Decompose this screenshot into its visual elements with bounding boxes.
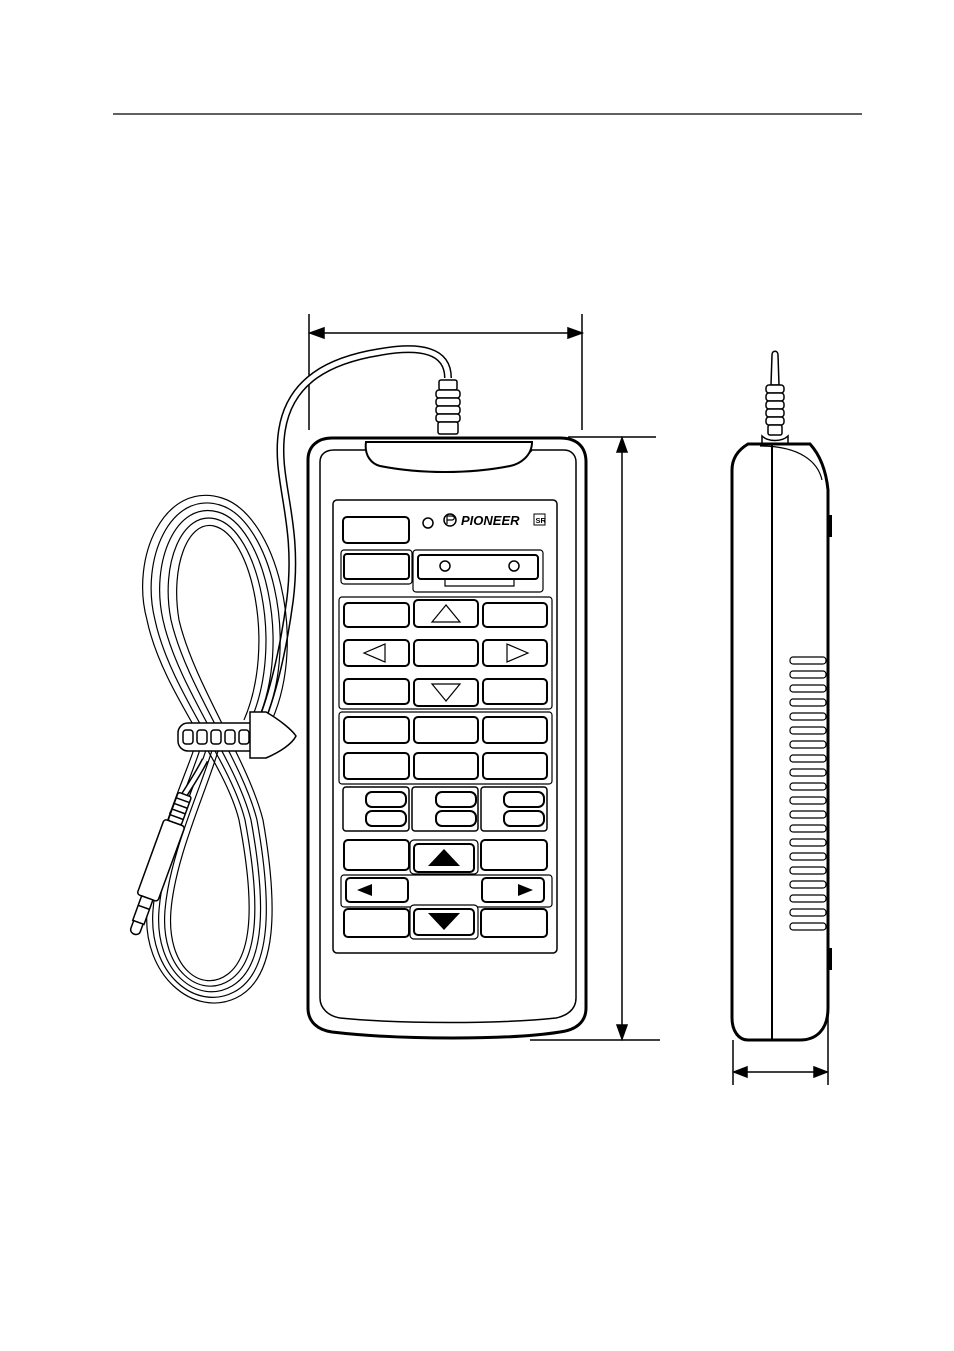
nav-button-bottom-left[interactable] [344,679,409,704]
brand-name: PIONEER [461,513,520,528]
rocker-3-bottom-button[interactable] [504,811,544,826]
mini-jack-plug-icon [124,791,195,938]
function-button-6[interactable] [483,753,547,779]
nav-button-top-right[interactable] [483,603,547,627]
strain-relief-icon [436,380,460,434]
remote-side-view [732,351,832,1040]
source-button-key[interactable] [344,554,409,579]
bottom-button-right-1[interactable] [481,840,547,870]
power-button[interactable] [343,517,409,543]
rocker-1-top-button[interactable] [366,792,406,807]
rocker-2-top-button[interactable] [436,792,476,807]
bottom-button-right-2[interactable] [481,909,547,937]
nav-button-bottom-right[interactable] [483,679,547,704]
function-button-4[interactable] [344,753,409,779]
seek-back-button[interactable] [346,878,408,902]
side-clip-top [827,515,832,537]
bottom-button-left-2[interactable] [344,909,409,937]
nav-button-top-left[interactable] [344,603,409,627]
function-button-2[interactable] [414,717,478,743]
cassette-eject-button[interactable] [418,555,538,579]
side-clip-bottom [827,948,832,970]
brand-badge: SR [536,516,547,525]
function-button-5[interactable] [414,753,478,779]
nav-center-button[interactable] [414,640,478,666]
rocker-3-top-button[interactable] [504,792,544,807]
cable-tie-icon [178,712,296,758]
bottom-button-left-1[interactable] [344,840,409,870]
function-button-1[interactable] [344,717,409,743]
remote-front-view: PIONEER SR [308,438,586,1038]
indicator-led-icon [423,518,433,528]
function-button-3[interactable] [483,717,547,743]
seek-forward-button[interactable] [482,878,544,902]
remote-top-cap [366,442,532,472]
rocker-2-bottom-button[interactable] [436,811,476,826]
rocker-1-bottom-button[interactable] [366,811,406,826]
cassette-reel-left-icon [440,561,450,571]
side-strain-relief-icon [762,351,788,444]
cassette-reel-right-icon [509,561,519,571]
